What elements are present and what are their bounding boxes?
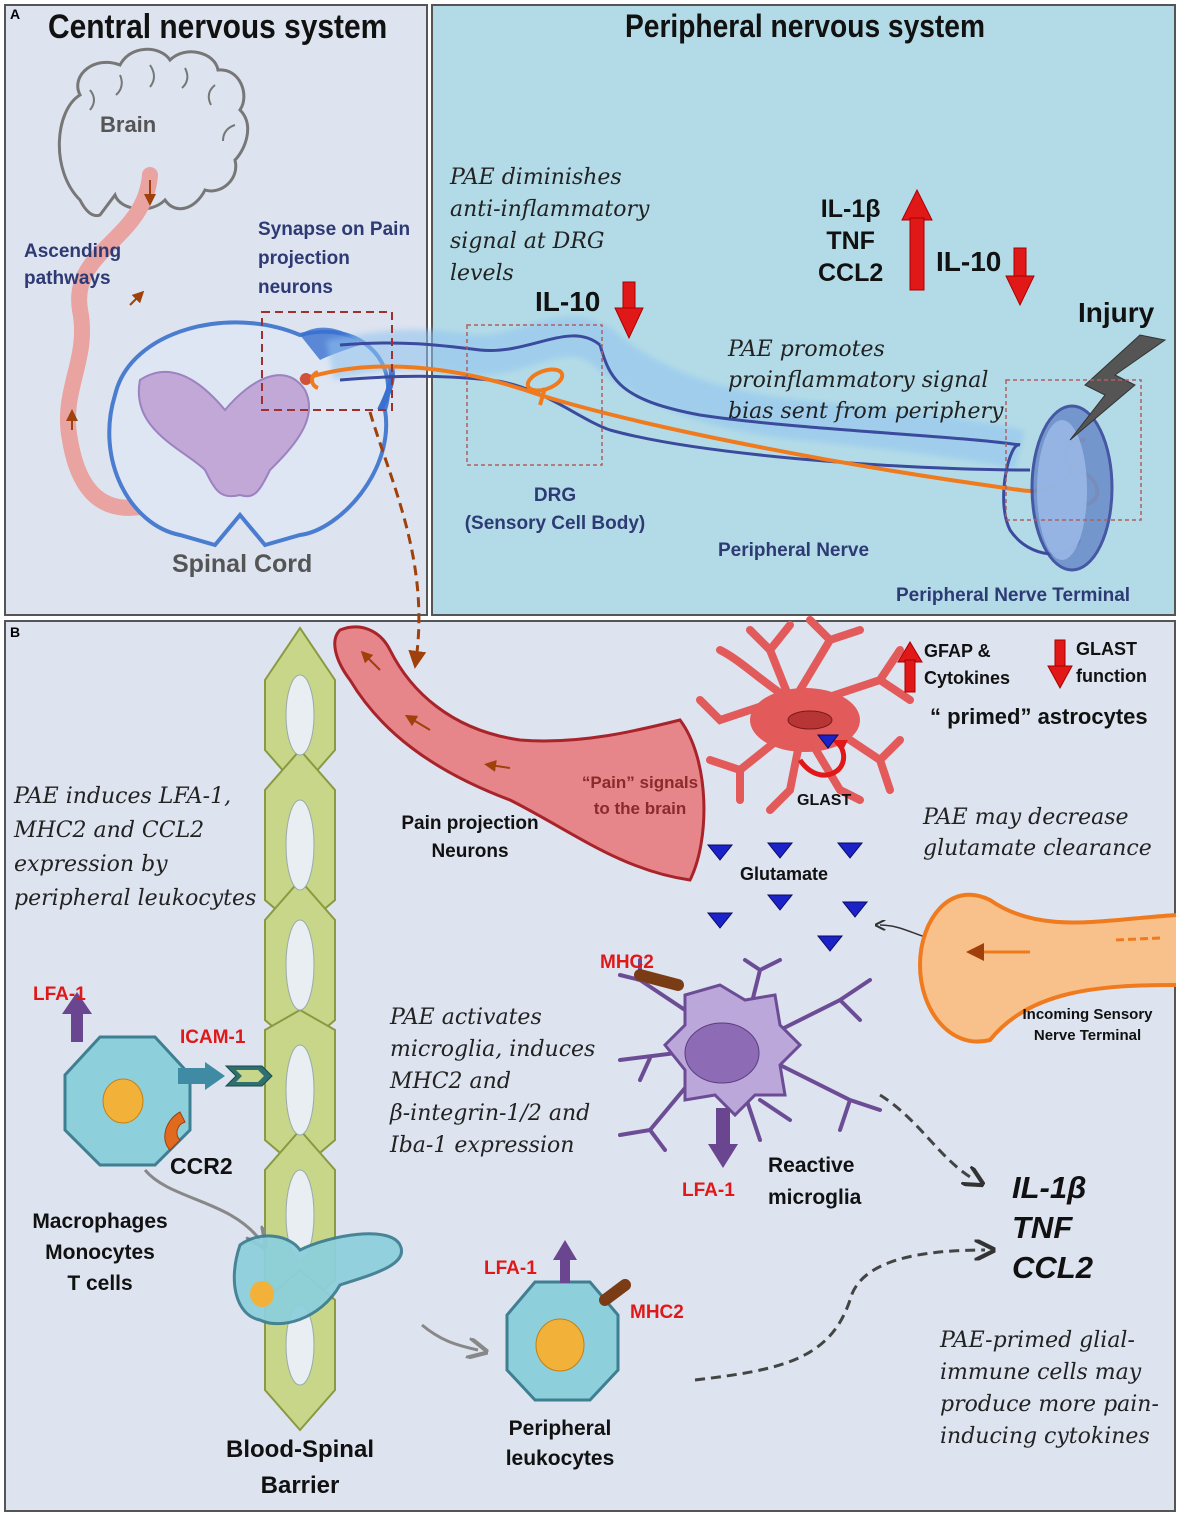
arrow-up-gfap [897,641,923,693]
lfa1-leukocyte-label: LFA-1 [484,1258,537,1279]
lfa1-microglia-label: LFA-1 [682,1180,735,1201]
cytokines-up-label: IL-1β TNF CCL2 [818,195,884,287]
nerve-terminal-label: Peripheral Nerve Terminal [896,585,1131,606]
transmigrating-cell [232,1232,404,1326]
brain-label: Brain [100,112,157,137]
primed-astrocytes-label: “ primed” astrocytes [930,704,1148,729]
brain-outline [57,47,250,218]
arrow-up-cytokines [901,188,933,291]
glast-cycle-arrow [797,743,847,778]
terminal-box [1005,379,1142,521]
peripheral-nerve-label: Peripheral Nerve [718,540,870,561]
pae-microglia-text: PAE activates microglia, induces MHC2 an… [390,1005,596,1158]
glutamate-molecules [706,734,869,952]
bsb-label: Blood-Spinal Barrier [226,1436,374,1499]
pae-glutamate-text: PAE may decrease glutamate clearance [923,805,1152,861]
il10-drg-label: IL-10 [535,286,601,317]
pain-projection-neuron [333,625,706,882]
glast-function-label: GLAST function [1076,639,1147,686]
drg-box [466,324,603,466]
injury-lightning-icon [1069,334,1167,441]
cytokines-out-label: IL-1β TNF CCL2 [1012,1170,1093,1285]
icam1-label: ICAM-1 [180,1027,246,1048]
ccr2-label: CCR2 [170,1153,233,1179]
mhc2-microglia-label: MHC2 [600,952,654,973]
microglia-shape [618,958,882,1152]
arrow-down-glast [1047,639,1073,690]
zoom-connector [368,411,427,669]
drg-label: DRG (Sensory Cell Body) [464,485,646,534]
pae-primed-text: PAE-primed glial- immune cells may produ… [940,1328,1159,1449]
astrocyte-shape [696,616,914,814]
pae-promotes-text: PAE promotes proinflammatory signal bias… [728,337,1004,424]
synapse-box [261,311,393,411]
immune-cells-label: Macrophages Monocytes T cells [32,1210,168,1295]
pae-lfa1-text: PAE induces LFA-1, MHC2 and CCL2 express… [14,784,257,911]
pain-signals-label: “Pain” signals to the brain [581,773,699,818]
injury-label: Injury [1078,297,1155,328]
leukocyte-left-shape [62,992,273,1167]
mhc2-leukocyte-label: MHC2 [630,1302,684,1323]
panel-b-label: B [10,624,21,640]
gfap-label: GFAP & Cytokines [924,641,1011,688]
arrow-down-il10-drg [614,281,644,340]
panel-a-label: A [10,6,21,22]
glutamate-label: Glutamate [740,864,829,884]
glast-label: GLAST [797,792,852,809]
ascending-label: Ascending pathways [24,241,122,289]
lfa1-left-label: LFA-1 [33,984,86,1005]
il10-periph-label: IL-10 [936,246,1002,277]
cns-title: Central nervous system [48,8,388,46]
pae-diminishes-text: PAE diminishes anti-inflammatory signal … [450,165,650,286]
peripheral-leukocyte-shape [505,1240,631,1402]
spinal-cord-label: Spinal Cord [172,550,313,578]
reactive-microglia-label: Reactive microglia [768,1154,862,1209]
peripheral-nerve [326,316,1025,470]
leukocytes-label: Peripheral leukocytes [505,1417,615,1470]
pns-title: Peripheral nervous system [625,8,985,44]
arrow-down-il10-periph [1005,247,1035,307]
incoming-terminal-label: Incoming Sensory Nerve Terminal [1022,1006,1153,1044]
synapse-label: Synapse on Pain projection neurons [258,219,411,298]
sensory-fiber [299,364,1082,493]
pain-neurons-label: Pain projection Neurons [401,813,539,862]
incoming-terminal-shape [917,892,1177,1044]
